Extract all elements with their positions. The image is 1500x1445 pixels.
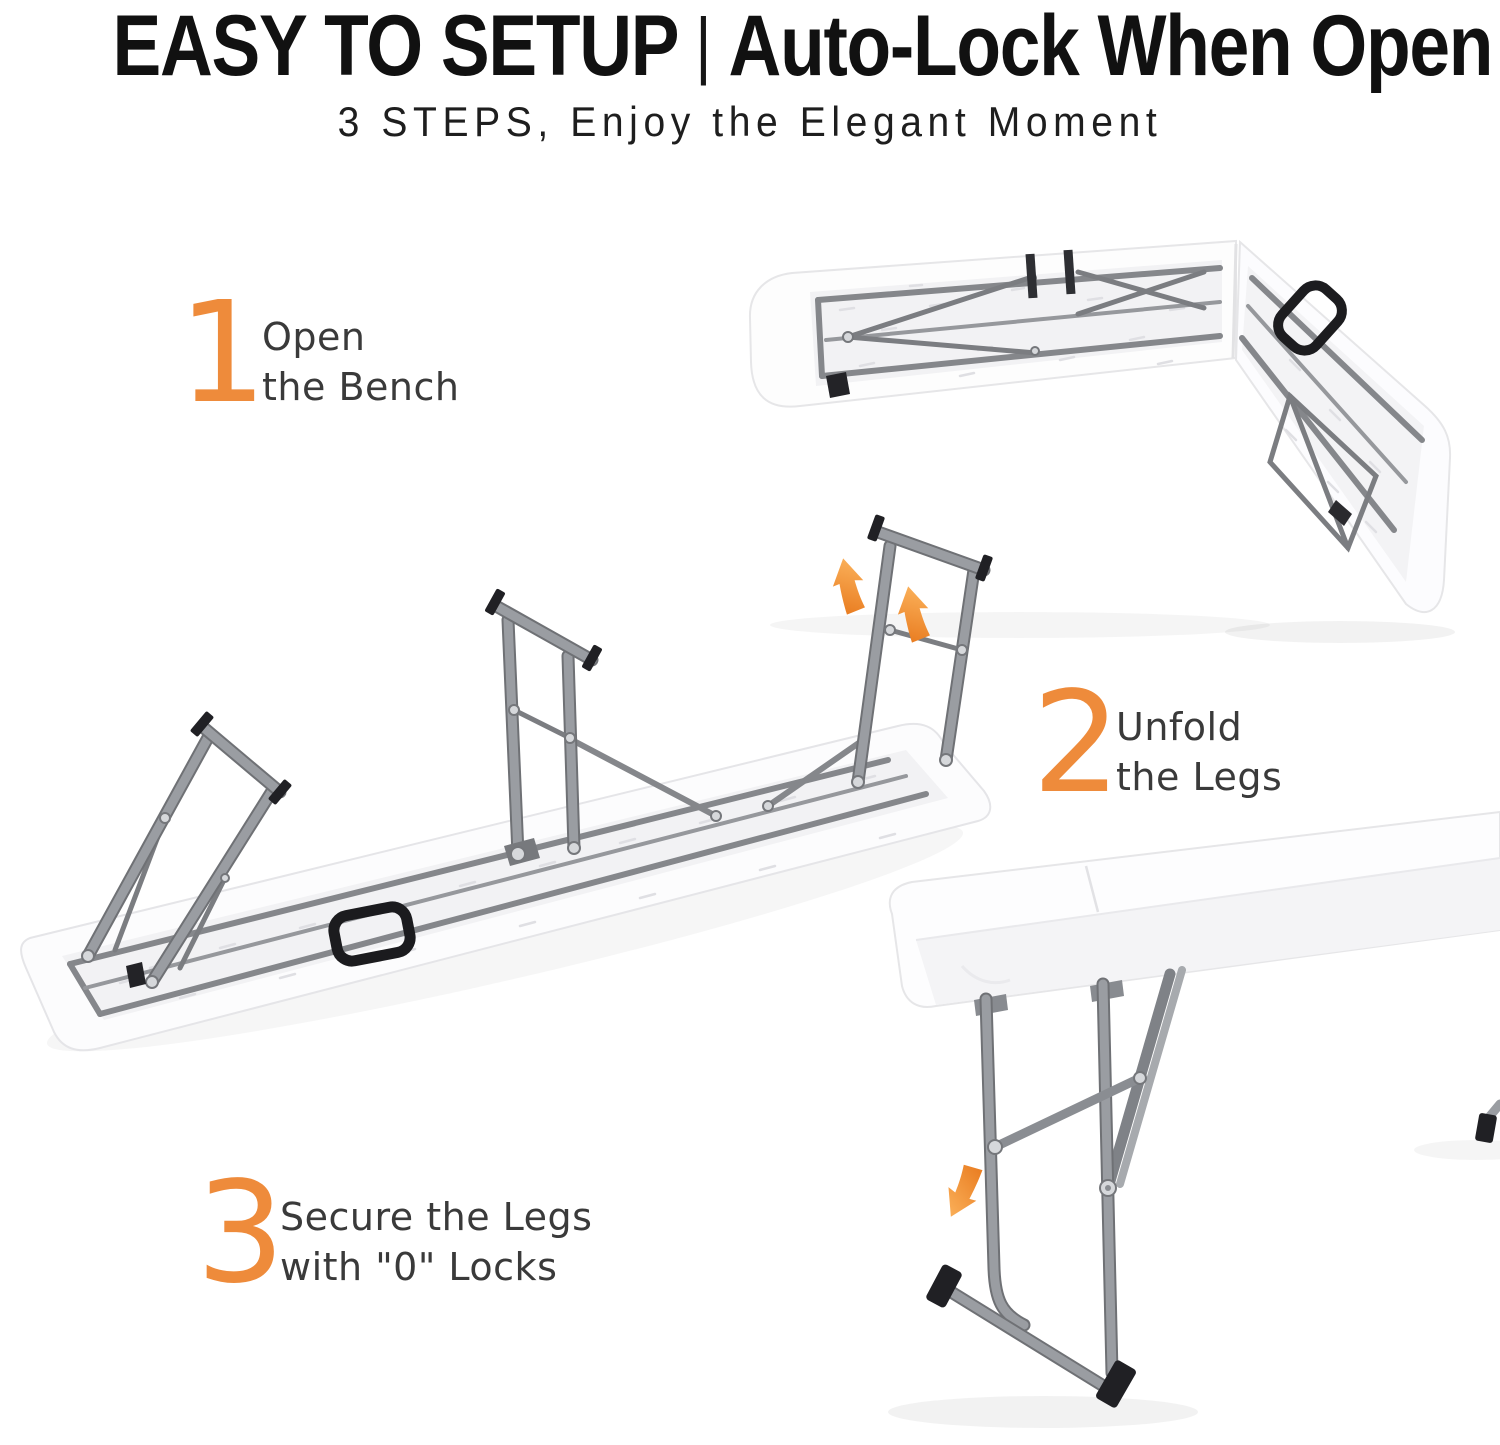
handle-icon (328, 901, 416, 967)
step-2: 2 Unfold the Legs (1032, 674, 1282, 814)
step-1-label-line1: Open (262, 315, 366, 359)
step-3-number: 3 (196, 1152, 286, 1315)
step-3-label: Secure the Legs with "0" Locks (280, 1190, 592, 1304)
step-1-label: Open the Bench (262, 310, 459, 424)
step-1: 1 Open the Bench (178, 284, 459, 424)
leg-frame-right (762, 514, 993, 812)
step-3: 3 Secure the Legs with "0" Locks (196, 1164, 592, 1304)
folding-leg-assembly (926, 966, 1186, 1408)
folded-bench-left-panel (748, 239, 1237, 408)
fold-strap (1025, 253, 1038, 299)
header-title: EASY TO SETUP|Auto-Lock When Open (112, 0, 1494, 94)
title-accent: Auto-Lock When Open (728, 0, 1494, 94)
up-arrow-icon (828, 555, 869, 617)
step-2-label: Unfold the Legs (1116, 700, 1282, 814)
lock-clip (826, 372, 850, 398)
step-2-label-line2: the Legs (1116, 755, 1283, 799)
leg-frame-left (81, 711, 292, 989)
step-2-number: 2 (1032, 662, 1122, 825)
unfolding-bench-illustration (20, 514, 993, 1052)
step-2-label-line1: Unfold (1116, 705, 1243, 749)
folded-leg-frame (1267, 391, 1379, 553)
subtitle: 3 STEPS, Enjoy the Elegant Moment (337, 98, 1163, 145)
leg-frame-middle (485, 588, 722, 866)
handle-icon (1273, 280, 1347, 356)
bench-top-slab (888, 810, 1500, 1008)
title-main: EASY TO SETUP (112, 0, 680, 94)
title-separator: | (695, 3, 712, 86)
fold-strap (1063, 249, 1076, 295)
folded-leg-braces (842, 269, 1207, 356)
bench-underside-slab (20, 722, 992, 1052)
far-leg-foot (1475, 1099, 1500, 1143)
step-1-label-line2: the Bench (262, 365, 460, 409)
folded-bench-right-panel (1231, 239, 1452, 613)
step-1-number: 1 (178, 272, 268, 435)
step-3-label-line1: Secure the Legs (280, 1195, 593, 1239)
step-3-label-line2: with "0" Locks (280, 1245, 558, 1289)
assembled-bench-illustration (888, 810, 1500, 1428)
folded-bench-illustration (748, 239, 1455, 643)
down-left-arrow-icon (936, 1159, 991, 1224)
